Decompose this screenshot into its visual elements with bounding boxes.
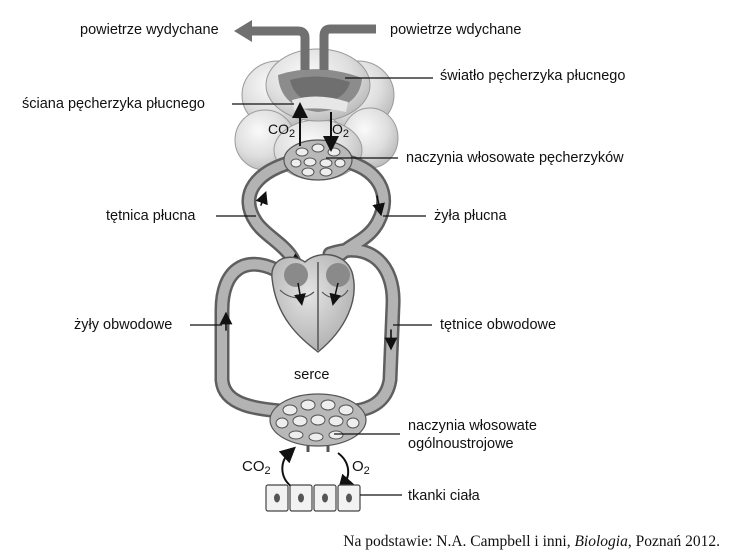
gas-exchange-arrows [278, 102, 355, 491]
label-alveolus-lumen: światło pęcherzyka płucnego [440, 68, 626, 84]
label-co2-tissue: CO2 [242, 458, 271, 477]
label-co2-alveolus: CO2 [268, 121, 296, 140]
label-heart: serce [294, 367, 330, 383]
label-o2-alveolus: O2 [332, 121, 350, 140]
airway-tubes [234, 20, 376, 70]
source-citation: Na podstawie: N.A. Campbell i inni, Biol… [343, 533, 720, 550]
label-systemic-veins: żyły obwodowe [74, 317, 173, 333]
label-alveolus-wall: ściana pęcherzyka płucnego [22, 96, 205, 112]
heart [271, 253, 355, 353]
leader-lines [190, 77, 433, 496]
label-systemic-capillaries-line2: ogólnoustrojowe [408, 436, 514, 452]
label-systemic-capillaries-line1: naczynia włosowate [408, 418, 537, 434]
body-tissue-cells [265, 484, 361, 512]
systemic-capillary-bed [269, 393, 367, 452]
label-pulmonary-vein: żyła płucna [434, 208, 507, 224]
alveolar-capillary-bed [283, 139, 353, 181]
label-o2-tissue: O2 [352, 458, 370, 477]
label-inhaled-air: powietrze wdychane [390, 22, 522, 38]
label-pulmonary-artery: tętnica płucna [106, 208, 196, 224]
vessel-network [214, 152, 401, 420]
label-alveolar-capillaries: naczynia włosowate pęcherzyków [406, 150, 624, 166]
label-body-tissues: tkanki ciała [408, 488, 480, 504]
label-exhaled-air: powietrze wydychane [80, 22, 219, 38]
label-systemic-arteries: tętnice obwodowe [440, 317, 557, 333]
